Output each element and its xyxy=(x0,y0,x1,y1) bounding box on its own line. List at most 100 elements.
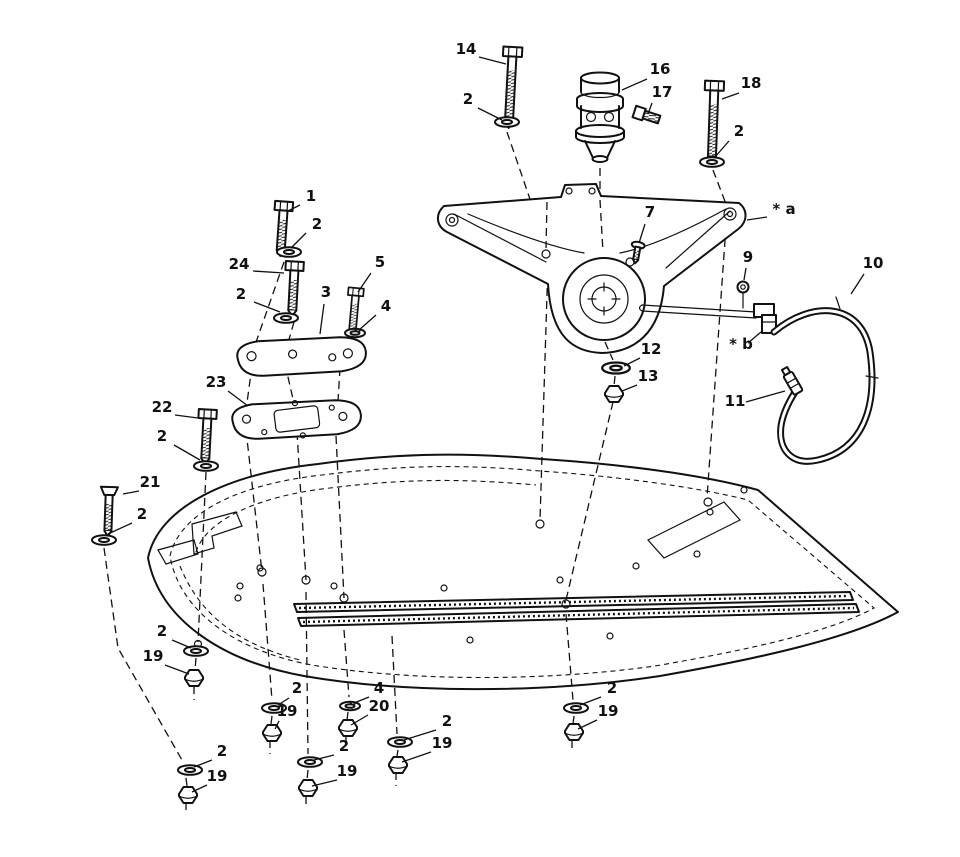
callout-leader xyxy=(747,331,762,344)
callout-leader xyxy=(579,696,602,706)
gasket-plate xyxy=(231,399,362,440)
callout-label: 16 xyxy=(650,60,671,78)
callout-leader xyxy=(478,56,507,65)
callout-label: 14 xyxy=(456,40,477,58)
bracket-hub-ring xyxy=(562,257,646,341)
callout-label: 4 xyxy=(374,679,384,697)
screw-21 xyxy=(98,485,119,538)
callout-label: 19 xyxy=(277,702,298,720)
callout-leader xyxy=(477,107,503,121)
callout-label: 21 xyxy=(140,473,161,491)
callout-label: 19 xyxy=(432,734,453,752)
control-rod xyxy=(638,304,757,319)
callout-label: 2 xyxy=(236,285,246,303)
assembly-lines xyxy=(103,131,727,814)
callout-label: 11 xyxy=(725,392,746,410)
callout-label: 3 xyxy=(321,283,331,301)
callout-label: 2 xyxy=(157,622,167,640)
callout-leader xyxy=(227,390,249,407)
callout-label: * b xyxy=(729,335,753,353)
callout-leader xyxy=(621,78,648,91)
callout-label: 2 xyxy=(463,90,473,108)
callout-label: 2 xyxy=(339,737,349,755)
callout-leader xyxy=(277,697,290,706)
callout-leader xyxy=(274,720,280,730)
callout-leader xyxy=(313,754,335,761)
callout-leader xyxy=(746,216,768,221)
callout-label: 5 xyxy=(375,253,385,271)
v-bracket xyxy=(437,183,747,354)
bracket-hole-left xyxy=(445,213,459,227)
callout-label: 2 xyxy=(607,679,617,697)
callout-leader xyxy=(173,444,201,461)
callout-label: 22 xyxy=(152,398,173,416)
callout-label: 13 xyxy=(638,367,659,385)
callout-leader xyxy=(647,102,653,115)
callout-leader xyxy=(319,303,325,335)
nut-13 xyxy=(604,385,624,403)
callout-label: 17 xyxy=(652,83,673,101)
cable-ferrule xyxy=(780,366,804,396)
callout-label: 10 xyxy=(863,254,884,272)
plate-left-step-b xyxy=(157,539,199,565)
callout-label: 19 xyxy=(598,702,619,720)
plate-rails xyxy=(293,591,860,627)
base-plate xyxy=(147,453,899,691)
callout-leader xyxy=(850,273,865,295)
callout-leader xyxy=(350,714,369,726)
callout-leader xyxy=(290,232,307,249)
callout-leader xyxy=(252,270,285,274)
callout-label: 2 xyxy=(292,679,302,697)
callout-label: 19 xyxy=(337,762,358,780)
callout-leader xyxy=(357,272,372,293)
lock-washers-part-4 xyxy=(339,327,366,712)
assembly-lines-over-bracket xyxy=(545,199,616,387)
callout-leader xyxy=(577,719,598,730)
callout-label: 9 xyxy=(743,248,753,266)
bolt-14 xyxy=(498,45,524,130)
vent-fitting xyxy=(631,104,662,125)
bracket-hole-right xyxy=(723,207,737,221)
bolt-24 xyxy=(282,260,305,318)
callout-leader xyxy=(193,759,213,768)
callout-leader xyxy=(174,414,199,419)
callout-label: 23 xyxy=(206,373,227,391)
callout-leader xyxy=(621,384,638,392)
callout-label: 2 xyxy=(217,742,227,760)
callout-label: 12 xyxy=(641,340,662,358)
elbow-fitting xyxy=(753,303,777,334)
callout-leader xyxy=(171,639,192,649)
callout-label: 2 xyxy=(137,505,147,523)
callout-leader xyxy=(358,314,377,331)
plate-cutout xyxy=(647,501,741,559)
callout-leader xyxy=(638,223,646,244)
callout-label: 4 xyxy=(381,297,391,315)
callout-leader xyxy=(107,522,133,535)
callout-label: 2 xyxy=(442,712,452,730)
plate-holes xyxy=(193,486,748,649)
callout-leader xyxy=(714,140,730,158)
callout-leader xyxy=(743,267,747,281)
plate-left-step-a xyxy=(191,511,243,555)
callout-leader xyxy=(253,301,281,313)
callout-label: 7 xyxy=(645,203,655,221)
mounting-plate xyxy=(236,336,367,377)
bolt-22 xyxy=(195,408,218,466)
callout-label: 1 xyxy=(306,187,316,205)
callout-leader xyxy=(745,390,786,403)
callout-leader xyxy=(353,696,370,704)
callout-label: 24 xyxy=(229,255,250,273)
callout-label: 19 xyxy=(143,647,164,665)
callout-leader xyxy=(164,664,190,675)
callout-label: 2 xyxy=(157,427,167,445)
grease-fitting xyxy=(736,280,750,309)
callout-leader xyxy=(191,784,208,793)
callout-label: 20 xyxy=(369,697,390,715)
callout-label: * a xyxy=(772,200,795,218)
callout-leader xyxy=(401,751,432,763)
washer-12 xyxy=(601,361,631,375)
cable xyxy=(770,296,879,465)
